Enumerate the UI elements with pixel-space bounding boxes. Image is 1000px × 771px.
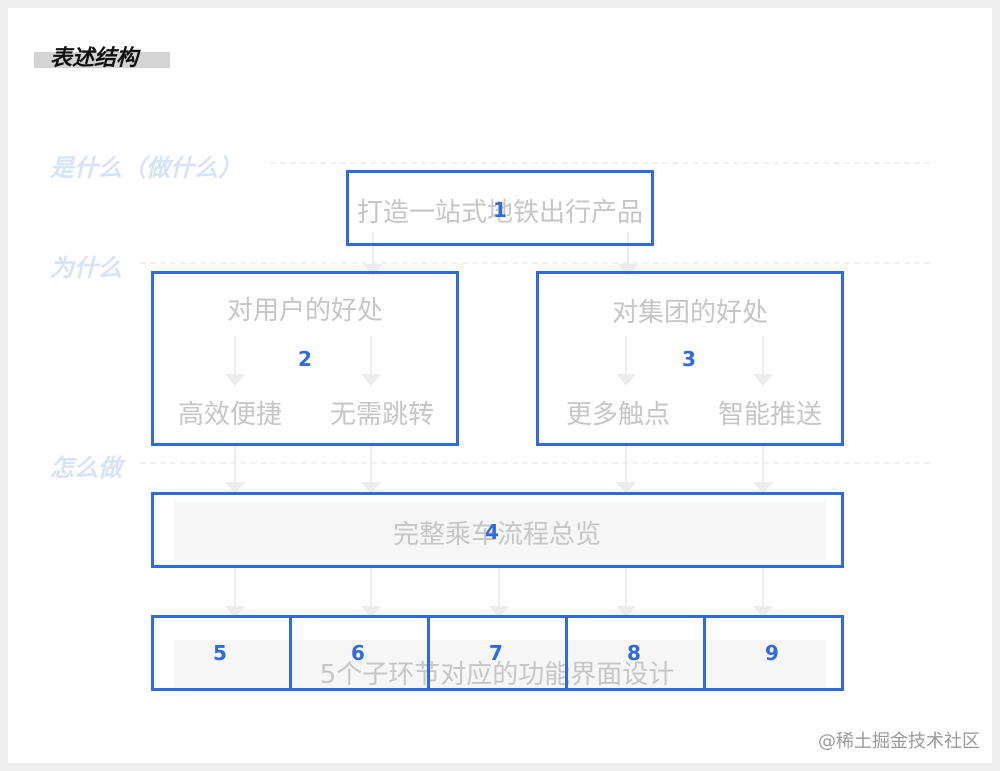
annotation-box-4 <box>151 492 844 568</box>
node-user-benefit: 对用户的好处 <box>226 296 383 326</box>
node-user-sub1: 高效便捷 <box>177 400 282 430</box>
marker-1: 1 <box>493 198 507 222</box>
node-group-sub1: 更多触点 <box>565 400 670 430</box>
title-highlight <box>34 52 170 68</box>
arrow-connector <box>616 568 636 618</box>
row-label-why: 为什么 <box>50 254 122 282</box>
diagram-card <box>8 8 992 763</box>
marker-5: 5 <box>213 641 227 665</box>
arrow-connector <box>225 446 245 494</box>
arrow-connector <box>489 568 509 618</box>
guide-line-how <box>140 462 930 464</box>
row-label-what: 是什么（做什么） <box>50 154 242 182</box>
annotation-box-2 <box>151 271 459 446</box>
arrow-connector <box>225 568 245 618</box>
marker-9: 9 <box>765 641 779 665</box>
guide-line-what <box>270 162 930 164</box>
node-top-text: 打造一站式地铁出行产品 <box>356 198 643 228</box>
bottom-fill <box>174 640 826 688</box>
marker-2: 2 <box>298 347 312 371</box>
guide-line-why <box>140 262 930 264</box>
marker-8: 8 <box>627 641 641 665</box>
annotation-box-1 <box>346 170 654 246</box>
overview-fill <box>174 502 826 560</box>
marker-7: 7 <box>489 641 503 665</box>
arrow-connector <box>361 336 381 386</box>
arrow-connector <box>616 336 636 386</box>
node-overview: 完整乘车流程总览 <box>392 520 601 550</box>
node-user-sub2: 无需跳转 <box>329 400 434 430</box>
annotation-box-3 <box>536 271 844 446</box>
node-group-sub2: 智能推送 <box>717 400 822 430</box>
arrow-connector <box>361 568 381 618</box>
node-bottom: 5个子环节对应的功能界面设计 <box>319 660 675 690</box>
annotation-box-9 <box>703 615 844 691</box>
arrow-connector <box>753 446 773 494</box>
arrow-connector <box>753 336 773 386</box>
page-title: 表述结构 <box>50 46 139 71</box>
arrow-connector <box>753 568 773 618</box>
watermark-text: @稀土掘金技术社区 <box>818 731 980 752</box>
arrow-connector <box>225 336 245 386</box>
row-label-how: 怎么做 <box>50 454 122 482</box>
marker-6: 6 <box>351 641 365 665</box>
arrow-connector <box>616 446 636 494</box>
marker-4: 4 <box>485 520 499 544</box>
title-block: 表述结构 <box>34 42 170 71</box>
node-group-benefit: 对集团的好处 <box>611 298 768 328</box>
arrow-connector <box>361 446 381 494</box>
marker-3: 3 <box>682 347 696 371</box>
